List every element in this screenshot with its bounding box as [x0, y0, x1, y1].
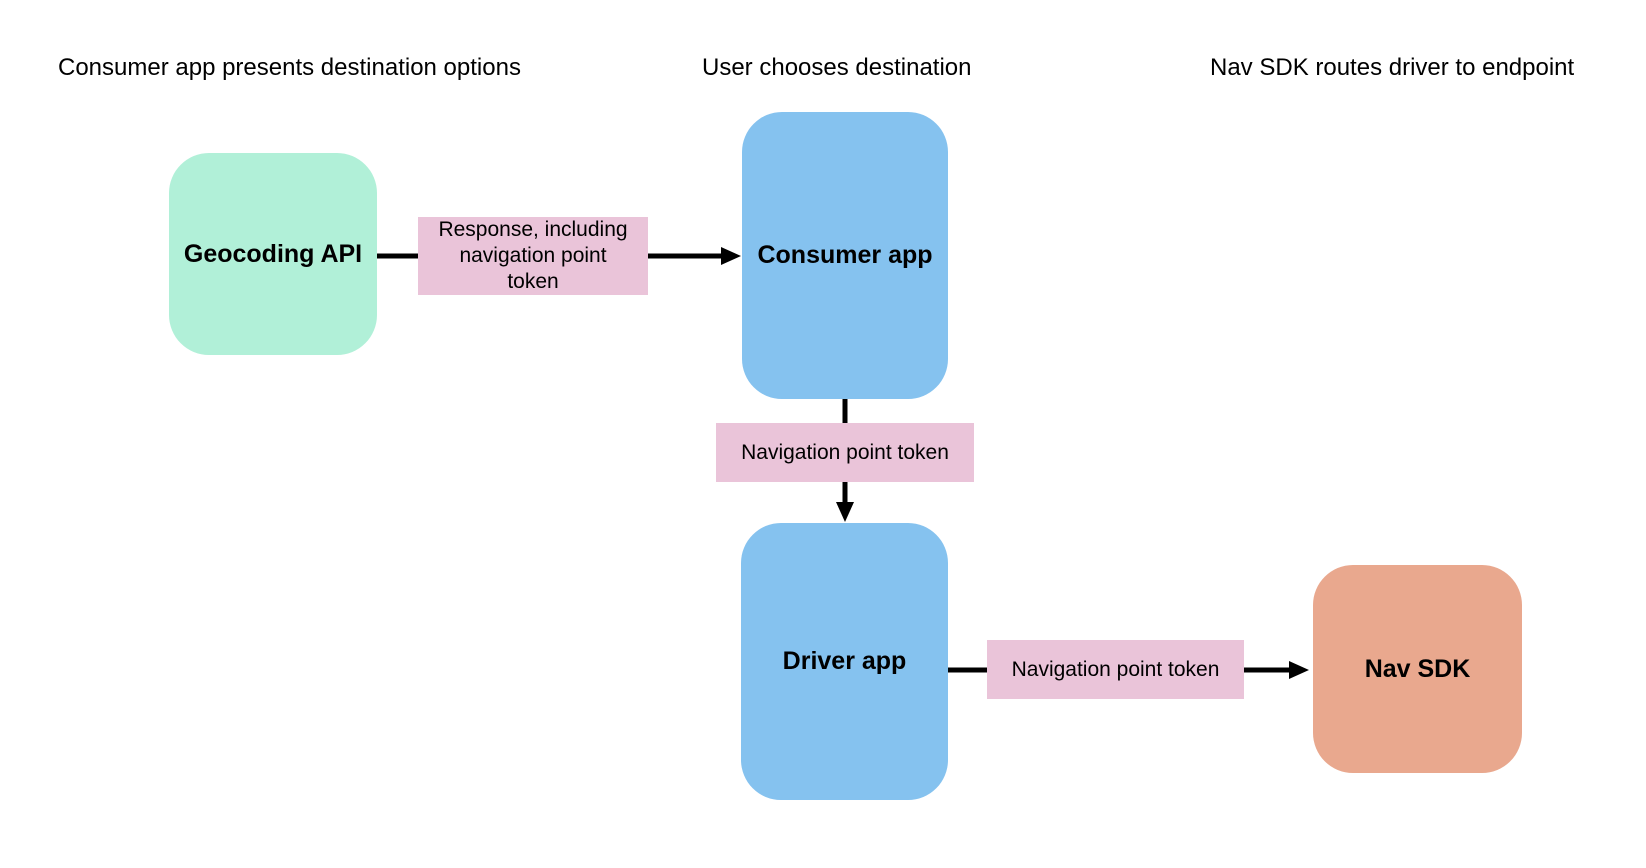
edge-label-navigation-point-token-vertical: Navigation point token	[716, 423, 974, 482]
node-label: Nav SDK	[1364, 654, 1471, 683]
node-label: Geocoding API	[183, 239, 363, 268]
node-consumer-app: Consumer app	[742, 112, 948, 399]
node-driver-app: Driver app	[741, 523, 948, 800]
node-label: Driver app	[782, 647, 907, 675]
node-nav-sdk: Nav SDK	[1313, 565, 1522, 773]
edge-label-navigation-point-token-horizontal: Navigation point token	[987, 640, 1244, 699]
lane-header-navsdk-routes: Nav SDK routes driver to endpoint	[1210, 54, 1575, 81]
lane-header-consumer-presents: Consumer app presents destination option…	[58, 54, 521, 81]
edge-label-text: Navigation point token	[741, 440, 949, 464]
node-geocoding-api: Geocoding API	[169, 153, 377, 355]
edge-label-response-including-token: Response, including navigation point tok…	[418, 217, 648, 295]
edge-arrowhead-right	[1289, 661, 1309, 679]
node-label: Consumer app	[757, 241, 933, 269]
lane-header-user-chooses: User chooses destination	[702, 54, 972, 81]
edge-label-text: Response, including navigation point tok…	[438, 218, 628, 293]
edge-label-text: Navigation point token	[1011, 657, 1220, 681]
edge-arrowhead-down	[836, 502, 854, 522]
edge-arrowhead-right	[721, 247, 741, 265]
